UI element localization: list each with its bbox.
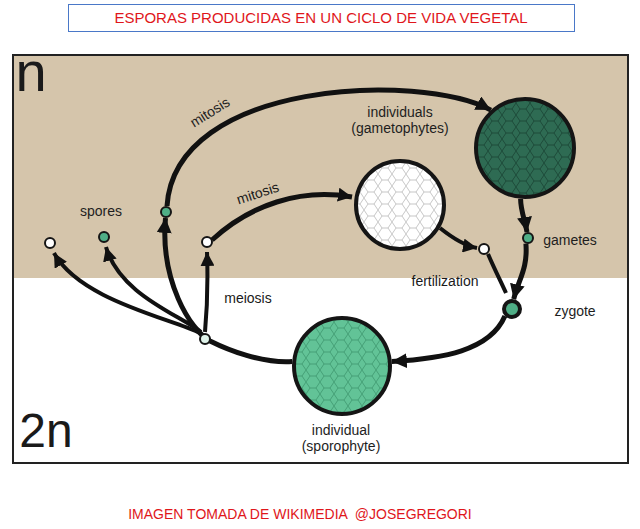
title-box: ESPORAS PRODUCIDAS EN UN CICLO DE VIDA V…	[68, 4, 575, 32]
diagram-frame	[13, 55, 628, 463]
spore-dot: spores	[160, 206, 172, 218]
fertilization-arrow	[488, 254, 506, 293]
node-outline	[292, 316, 392, 416]
ploidy-label: 2n	[19, 403, 72, 458]
ploidy-label: n	[15, 40, 46, 104]
meiosis-arrow	[106, 247, 201, 332]
node-outline	[502, 299, 522, 319]
node-shape	[504, 301, 520, 317]
zygote-dot: zygote	[502, 299, 522, 319]
process-label: mitosis	[235, 179, 281, 208]
arrow-label: mitosis	[187, 94, 232, 131]
node-shape	[161, 207, 171, 217]
cycle-arrow	[392, 316, 505, 362]
process-label: meiosis	[224, 290, 271, 306]
node-outline	[160, 206, 172, 218]
node-shape	[523, 233, 533, 243]
cycle-arrow	[165, 218, 292, 362]
gamete-dot: gametes	[522, 232, 534, 244]
spore-dot	[45, 238, 55, 248]
stage-label: gametes	[543, 232, 597, 248]
gametophyte-circle	[356, 161, 444, 249]
stage-label: spores	[80, 203, 122, 219]
stage-label: individual (sporophyte)	[289, 422, 393, 454]
sporangium-dot	[200, 334, 210, 344]
gamete-arrow	[440, 228, 477, 248]
node-shape	[294, 318, 390, 414]
cycle-arrow	[514, 244, 526, 300]
spore-dot	[202, 237, 212, 247]
gamete-dot	[479, 244, 489, 254]
gametophyte-circle: individuals (gametophytes)	[474, 97, 576, 199]
cycle-arrow	[521, 199, 527, 232]
haploid-band	[13, 55, 628, 278]
stage-label: individuals (gametophytes)	[341, 104, 459, 136]
spore-dot	[99, 232, 109, 242]
meiosis-arrow	[54, 253, 200, 333]
stage-label: zygote	[554, 303, 595, 319]
mitosis-arrow	[212, 195, 352, 240]
node-outline	[474, 97, 576, 199]
meiosis-arrow	[205, 252, 207, 332]
caption-text: IMAGEN TOMADA DE WIKIMEDIA @JOSEGREGORI	[128, 506, 472, 522]
sporophyte-circle: individual (sporophyte)	[292, 316, 392, 416]
node-outline	[522, 232, 534, 244]
title-text: ESPORAS PRODUCIDAS EN UN CICLO DE VIDA V…	[114, 9, 527, 26]
process-label: fertilization	[412, 273, 479, 289]
node-shape	[476, 99, 574, 197]
